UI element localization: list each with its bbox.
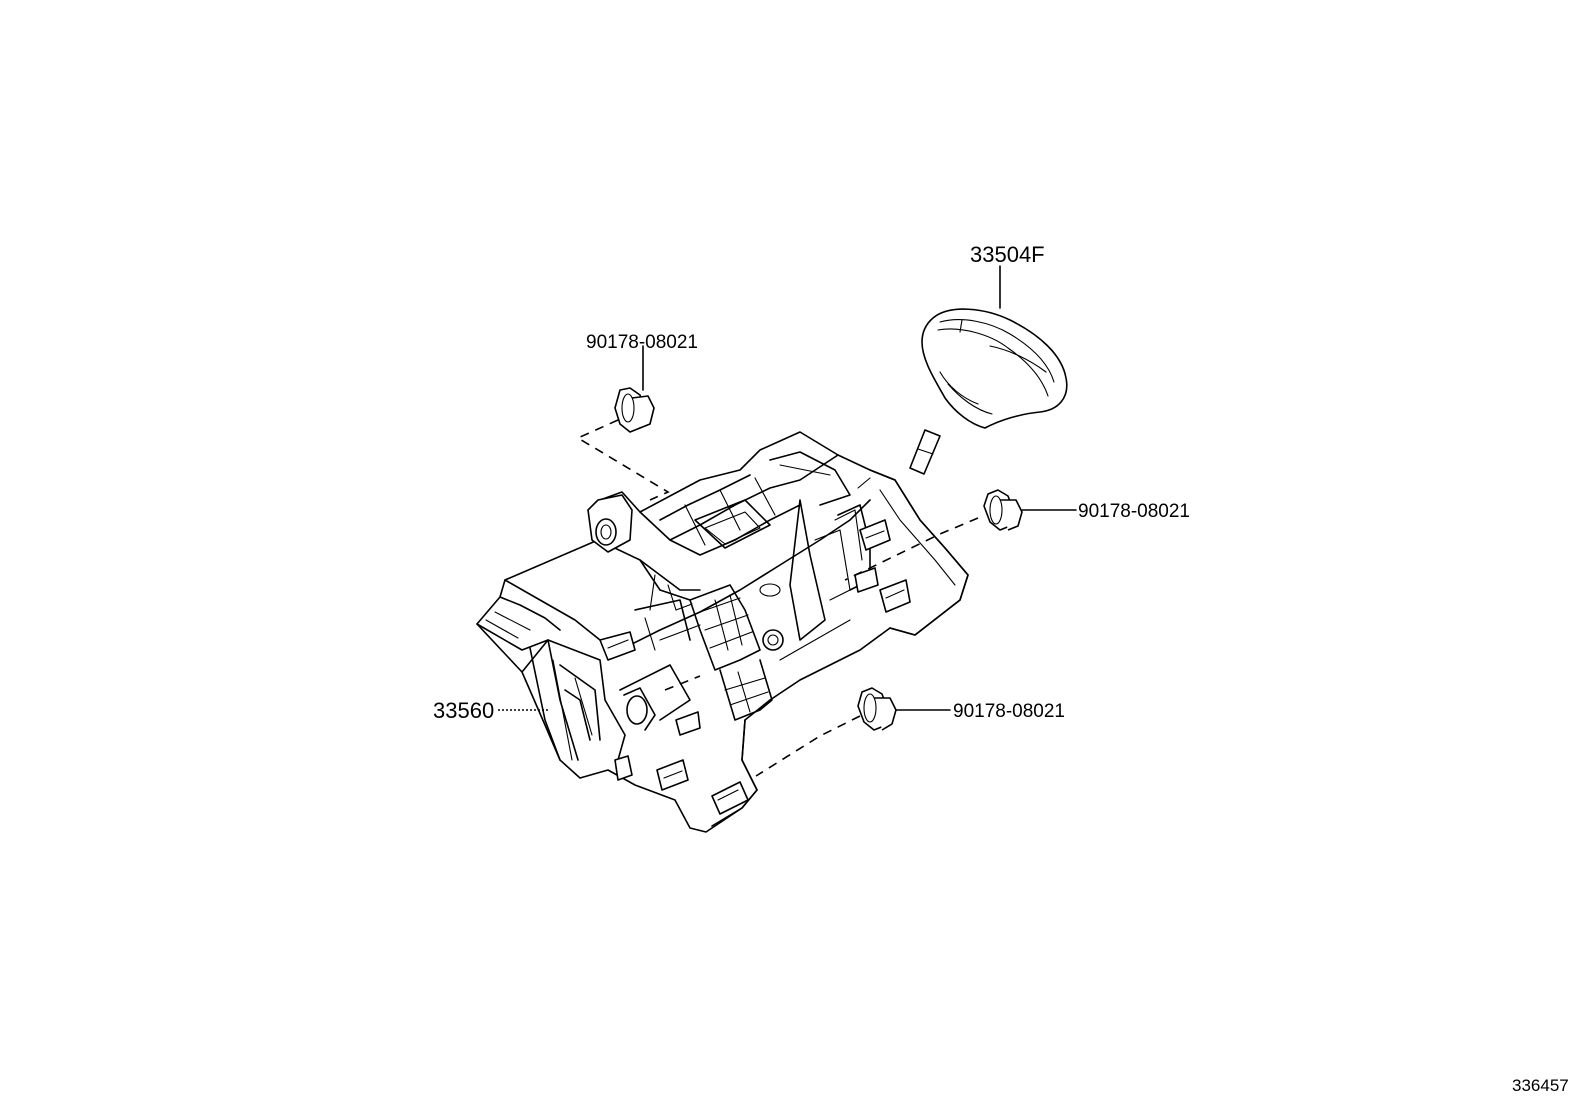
callout-shifter-assembly-label: 33560 <box>433 698 494 723</box>
shift-knob-part[interactable] <box>921 308 1068 429</box>
shifter-assembly-part[interactable] <box>476 431 969 833</box>
callout-bolt-right-label: 90178-08021 <box>1078 501 1190 522</box>
bolt-right-part[interactable] <box>983 489 1023 531</box>
bolt-top-part[interactable] <box>614 387 655 433</box>
callout-bolt-bottom-label: 90178-08021 <box>953 701 1065 722</box>
leader-lines <box>498 265 1077 711</box>
shift-lever <box>909 429 941 475</box>
assembly-guide-lines <box>576 419 979 777</box>
callout-knob-label: 33504F <box>970 242 1045 267</box>
figure-number: 336457 <box>1512 1076 1569 1095</box>
bolt-bottom-part[interactable] <box>857 687 897 731</box>
callout-bolt-top-label: 90178-08021 <box>586 332 698 353</box>
